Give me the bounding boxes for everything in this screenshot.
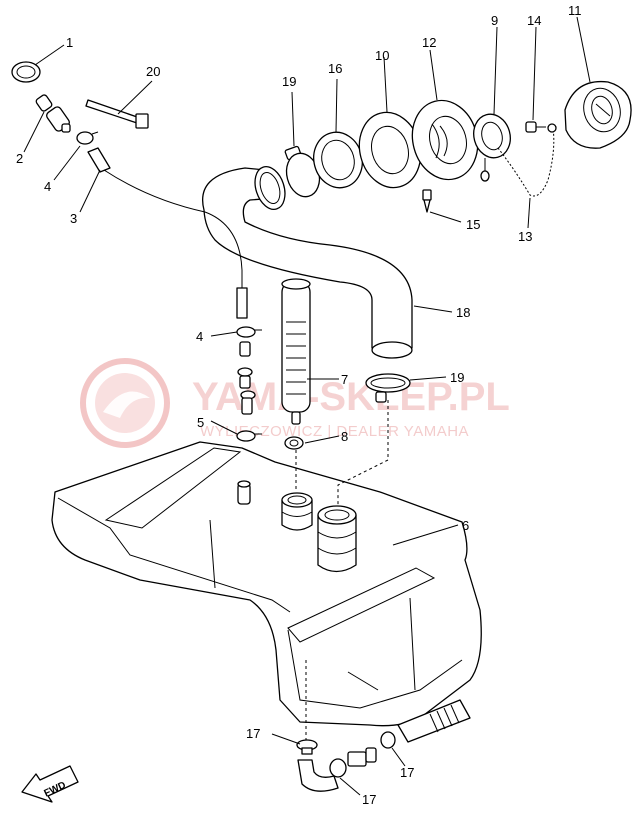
fuel-pickup-7: [281, 278, 311, 425]
drain-clamp-center: [329, 758, 347, 778]
callout-17-right: 17: [400, 765, 414, 780]
grommet-8: [284, 436, 304, 450]
watermark-subtitle: WYLIECZOWICZ | DEALER YAMAHA: [200, 423, 469, 440]
grommet-16: [285, 131, 363, 198]
assembly-lines: [295, 400, 389, 740]
callout-2: 2: [16, 151, 23, 166]
filler-flange-12: [411, 99, 479, 181]
filler-neck-adapter: [317, 505, 357, 573]
fwd-direction-arrow: FWD: [21, 765, 79, 803]
callout-19-upper: 19: [282, 74, 296, 89]
callout-14: 14: [527, 13, 541, 28]
leader-lines: [23, 16, 591, 796]
callout-13: 13: [518, 229, 532, 244]
callout-3: 3: [70, 211, 77, 226]
drain-clamp-right: [380, 731, 396, 749]
callout-7: 7: [341, 372, 348, 387]
callout-18: 18: [456, 305, 470, 320]
retaining-chain: [497, 127, 555, 197]
callout-16: 16: [328, 61, 342, 76]
drain-clamp-left: [296, 739, 318, 755]
callout-1: 1: [66, 35, 73, 50]
callout-17-left: 17: [246, 726, 260, 741]
clip-1: [11, 61, 41, 83]
clamp-4-upper: [76, 131, 99, 145]
callout-19-lower: 19: [450, 370, 464, 385]
clamp-4-center: [236, 326, 262, 338]
callout-8: 8: [341, 429, 348, 444]
callout-9: 9: [491, 13, 498, 28]
joint-fittings: [237, 341, 256, 415]
callout-4-upper: 4: [44, 179, 51, 194]
filler-hose: [202, 167, 413, 359]
callout-17-bottom: 17: [362, 792, 376, 807]
corrugated-hose: [397, 699, 471, 743]
fuel-cap: [564, 80, 632, 149]
callout-numbers: 1 2 4 3 20 19 16 10 12 9 14 11 15 13 18 …: [16, 3, 582, 807]
check-valve-2: [35, 94, 71, 133]
vent-hose-3: [87, 147, 248, 319]
callout-6: 6: [462, 518, 469, 533]
vent-fitting: [237, 480, 251, 505]
seal-ring-9: [473, 113, 511, 182]
fuel-tank: [51, 441, 482, 727]
screw-14: [525, 121, 557, 133]
callout-11: 11: [568, 3, 582, 18]
cable-tie-20: [85, 99, 149, 129]
callout-10: 10: [375, 48, 389, 63]
watermark-logo: [80, 358, 170, 448]
callout-5: 5: [197, 415, 204, 430]
callout-15: 15: [466, 217, 480, 232]
clamp-5: [236, 430, 262, 442]
callout-4-center: 4: [196, 329, 203, 344]
screw-15: [422, 189, 432, 213]
sender-neck-adapter: [281, 492, 313, 531]
drain-fitting: [347, 747, 377, 767]
callout-20: 20: [146, 64, 160, 79]
hose-clamp-lower: [365, 373, 411, 403]
callout-12: 12: [422, 35, 436, 50]
